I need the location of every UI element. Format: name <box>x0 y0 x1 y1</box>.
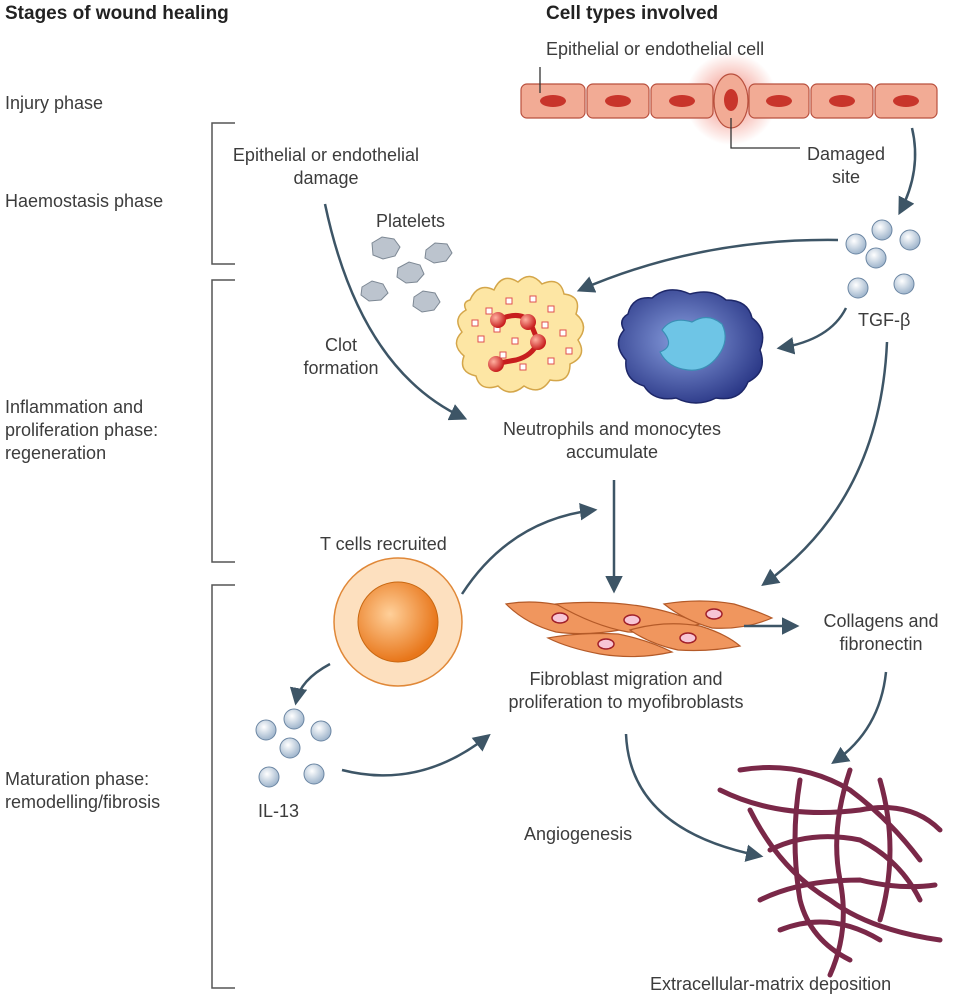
il13-molecules <box>255 708 332 788</box>
fibroblasts <box>504 600 774 658</box>
platelet <box>360 280 389 302</box>
epithelial-cell-label: Epithelial or endothelial cell <box>546 39 765 59</box>
nucleus <box>766 95 792 107</box>
platelet <box>412 290 441 313</box>
arrow-damage-to-tgf <box>898 127 917 216</box>
platelet <box>371 236 401 260</box>
fibroblast-label-line2: proliferation to myofibroblasts <box>508 692 744 712</box>
maturation-phase-label-line2: remodelling/fibrosis <box>5 792 161 812</box>
platelets <box>360 236 453 313</box>
t-cells-label: T cells recruited <box>320 534 447 554</box>
fibroblast-label-line1: Fibroblast migration and <box>529 669 723 689</box>
il13-label: IL-13 <box>258 801 300 821</box>
tgf-beta-label: TGF-β <box>858 310 911 330</box>
bracket-maturation <box>211 584 235 989</box>
injury-phase-label: Injury phase <box>5 93 104 113</box>
stages-header: Stages of wound healing <box>5 3 229 24</box>
nucleus <box>893 95 919 107</box>
arrow-il13-to-fibroblast <box>341 733 491 777</box>
il13-molecule <box>279 737 301 759</box>
nucleus <box>724 89 738 111</box>
inflammation-phase-label-line3: regeneration <box>5 443 107 463</box>
il13-molecule <box>303 763 325 785</box>
collagens-label-line1: Collagens and <box>823 611 939 631</box>
maturation-phase-label-line1: Maturation phase: <box>5 769 150 789</box>
tgf-molecule <box>865 247 887 269</box>
callout-damaged-site <box>730 118 800 149</box>
damaged-site-label-line2: site <box>831 167 860 187</box>
ecm-deposition-label: Extracellular-matrix deposition <box>650 974 892 994</box>
tgf-beta-molecules <box>845 219 921 299</box>
collagens-label-line2: fibronectin <box>839 634 923 654</box>
il13-molecule <box>258 766 280 788</box>
nucleus <box>605 95 631 107</box>
platelets-label: Platelets <box>376 211 446 231</box>
arrow-tgf-to-fibroblast <box>761 341 889 587</box>
extracellular-matrix-fibres <box>717 765 943 978</box>
inflammation-phase-label-line2: proliferation phase: <box>5 420 159 440</box>
tgf-molecule <box>871 219 893 241</box>
arrow-tgf-to-neutrophil <box>576 238 839 293</box>
bracket-haemostasis <box>211 122 235 265</box>
arrows <box>289 127 917 862</box>
nucleus <box>540 95 566 107</box>
monocyte <box>617 289 764 404</box>
tgf-molecule <box>847 277 869 299</box>
tgf-molecule <box>845 233 867 255</box>
damaged-site-label-line1: Damaged <box>806 144 886 164</box>
clot-formation-label-line1: Clot <box>324 335 357 355</box>
clot-formation-label-line2: formation <box>303 358 379 378</box>
arrow-collagens-to-ecm <box>831 671 888 764</box>
il13-molecule <box>283 708 305 730</box>
nucleus <box>829 95 855 107</box>
angiogenesis-label: Angiogenesis <box>524 824 633 844</box>
tgf-molecule <box>899 229 921 251</box>
neutrophils-label-line1: Neutrophils and monocytes <box>502 419 722 439</box>
arrow-tcell-recruited <box>460 502 598 595</box>
neutrophil <box>455 275 585 393</box>
haemostasis-phase-label: Haemostasis phase <box>5 191 164 211</box>
t-cell <box>333 557 463 687</box>
epithelial-damage-label-line1: Epithelial or endothelial <box>232 145 420 165</box>
platelet <box>396 261 425 284</box>
arrow-damage-to-accumulate <box>323 203 468 421</box>
il13-molecule <box>255 719 277 741</box>
inflammation-phase-label-line1: Inflammation and <box>5 397 144 417</box>
platelet <box>424 242 453 264</box>
arrow-tcell-to-il13 <box>289 662 331 706</box>
bracket-inflammation <box>211 279 235 563</box>
il13-molecule <box>310 720 332 742</box>
neutrophils-label-line2: accumulate <box>565 442 659 462</box>
arrow-tgf-to-monocyte <box>776 307 848 355</box>
phase-brackets <box>211 122 235 989</box>
arrow-angiogenesis-to-ecm <box>624 733 764 862</box>
epithelial-damage-label-line2: damage <box>293 168 359 188</box>
nucleus <box>669 95 695 107</box>
tgf-molecule <box>893 273 915 295</box>
cell-types-header: Cell types involved <box>546 3 719 24</box>
epithelium-row <box>520 53 938 145</box>
